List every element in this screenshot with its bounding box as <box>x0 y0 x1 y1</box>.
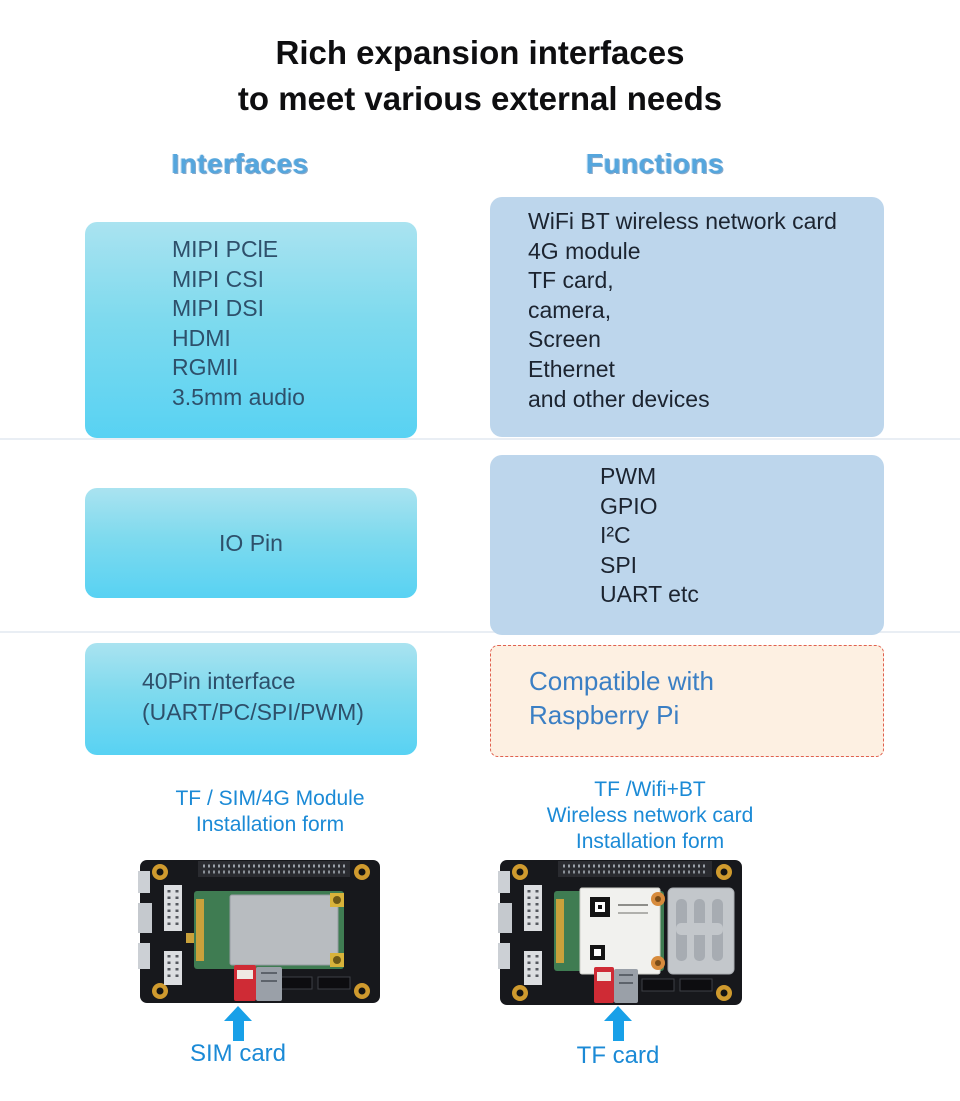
interfaces-column-header: Interfaces <box>171 148 309 179</box>
sim-card-caption: SIM card <box>189 1040 287 1067</box>
arrow-head <box>604 1006 632 1021</box>
function-item: PWM <box>600 463 657 489</box>
compatibility-text-line1: Compatible with <box>529 666 714 696</box>
interfaces-box-row1: MIPI PClE MIPI CSI MIPI DSI HDMI RGMII 3… <box>85 222 417 438</box>
sim-installation-label: TF / SIM/4G Module Installation form <box>85 786 455 838</box>
heatsink <box>667 887 735 975</box>
function-item: and other devices <box>528 385 710 412</box>
interface-item: MIPI CSI <box>172 265 265 292</box>
interface-item: MIPI PClE <box>172 236 279 262</box>
page-title: Rich expansion interfaces to meet variou… <box>0 30 960 122</box>
interface-item: IO Pin <box>219 529 283 556</box>
function-item: UART etc <box>600 581 699 608</box>
function-item: Screen <box>528 326 601 353</box>
functions-box-row2: PWM GPIO I²C SPI UART etc <box>490 455 884 635</box>
tf-card <box>594 967 638 1003</box>
pcb-photo-4g-module-board <box>138 860 380 1003</box>
interface-item: MIPI DSI <box>172 295 265 322</box>
function-item: camera, <box>528 296 612 323</box>
tf-card-caption: TF card <box>576 1042 660 1069</box>
functions-column-header: Functions <box>585 148 725 179</box>
function-item: GPIO <box>600 492 658 519</box>
up-arrow-icon <box>604 1006 632 1041</box>
function-item: I²C <box>600 522 631 549</box>
function-item: WiFi BT wireless network card <box>528 208 837 234</box>
raspberry-pi-compatibility-box: Compatible with Raspberry Pi <box>490 645 884 757</box>
interface-item: 3.5mm audio <box>172 383 305 410</box>
interface-item: HDMI <box>172 324 231 351</box>
interface-item: RGMII <box>172 354 239 381</box>
wifi-module <box>554 887 665 975</box>
interfaces-box-row2: IO Pin <box>85 488 417 598</box>
compatibility-text-line2: Raspberry Pi <box>529 700 680 730</box>
pcb-photo-wifi-module-board <box>498 860 742 1005</box>
interfaces-box-row3: 40Pin interface (UART/PC/SPI/PWM) <box>85 643 417 755</box>
function-item: Ethernet <box>528 355 615 382</box>
interface-item: (UART/PC/SPI/PWM) <box>142 699 364 725</box>
mount-holes <box>152 864 370 999</box>
arrow-stem <box>232 1021 244 1041</box>
arrow-stem <box>612 1021 624 1041</box>
row-divider-2 <box>0 631 960 633</box>
functions-box-row1: WiFi BT wireless network card 4G module … <box>490 197 884 437</box>
function-item: SPI <box>600 551 638 578</box>
interface-item: 40Pin interface <box>142 668 296 694</box>
sim-installation-label-line2: Installation form <box>195 813 345 836</box>
tf-installation-label: TF /Wifi+BT Wireless network card Instal… <box>490 777 810 855</box>
sim-card <box>234 965 282 1001</box>
function-item: TF card, <box>528 267 614 294</box>
tf-installation-label-line1: TF /Wifi+BT <box>594 778 706 801</box>
sim-installation-label-line1: TF / SIM/4G Module <box>175 787 365 810</box>
page-title-line1: Rich expansion interfaces <box>275 34 685 71</box>
up-arrow-icon <box>224 1006 252 1041</box>
function-item: 4G module <box>528 237 641 264</box>
row-divider-1 <box>0 438 960 440</box>
page-title-line2: to meet various external needs <box>237 80 723 117</box>
4g-module <box>194 891 344 969</box>
tf-installation-label-line3: Installation form <box>575 830 725 853</box>
tf-installation-label-line2: Wireless network card <box>546 804 754 827</box>
arrow-head <box>224 1006 252 1021</box>
mount-holes <box>512 864 732 1001</box>
